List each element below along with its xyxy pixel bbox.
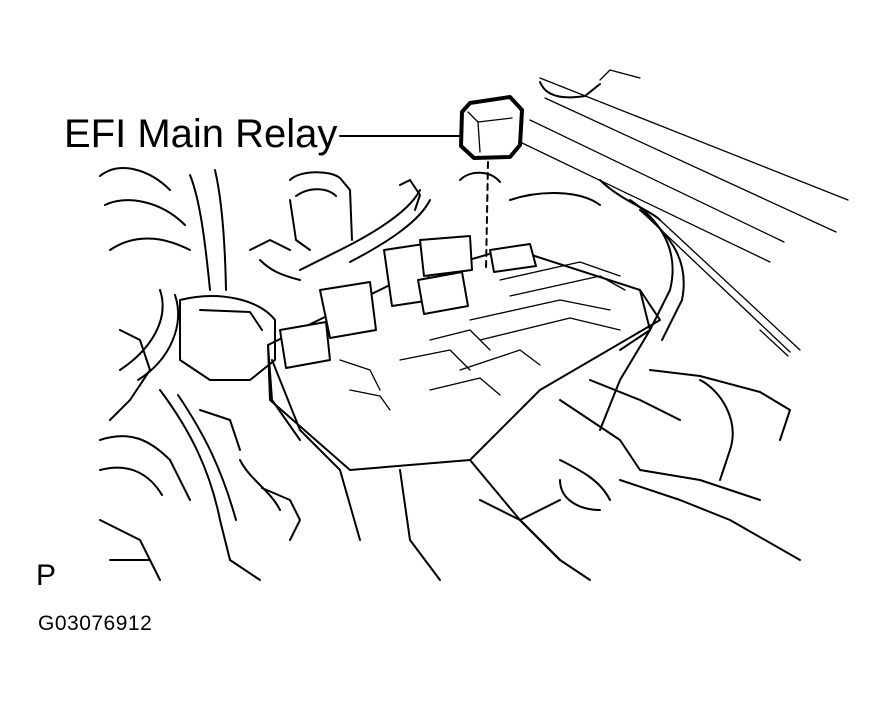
right-cables	[479, 179, 801, 581]
efi-main-relay-label: EFI Main Relay	[64, 112, 338, 156]
relay-locator-dashes	[485, 161, 489, 271]
hood-panel-lines	[519, 69, 849, 357]
relay-cube-icon	[459, 95, 524, 160]
view-marker: P	[36, 559, 57, 592]
figure-code: G03076912	[38, 612, 153, 635]
left-engine-components	[99, 167, 601, 581]
relay-block	[267, 235, 681, 581]
